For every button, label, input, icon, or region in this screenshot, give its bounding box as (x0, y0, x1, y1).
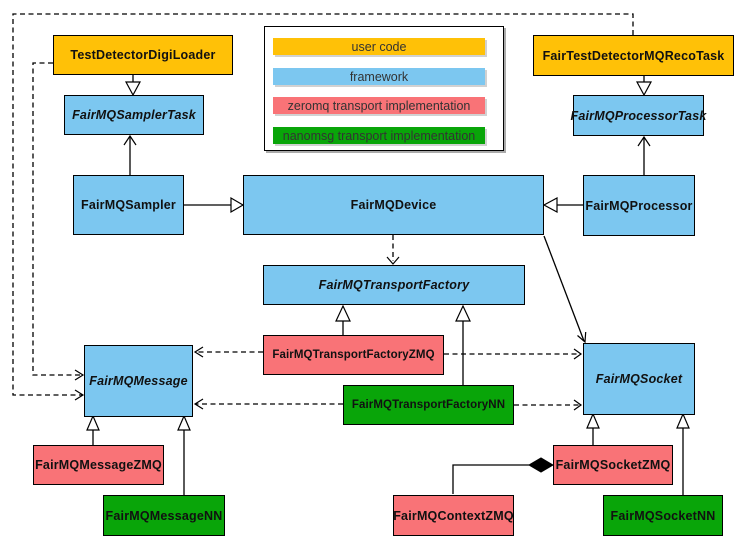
node-fairmqtransportfactorynn: FairMQTransportFactoryNN (343, 385, 514, 425)
composition-socketzmq-contextzmq (452, 457, 554, 494)
node-testdetectordigiloader: TestDetectorDigiLoader (53, 35, 233, 75)
inheritance-recotask-to-processortask (635, 76, 653, 97)
node-fairmqsampler: FairMQSampler (73, 175, 184, 235)
node-fairmqcontextzmq: FairMQContextZMQ (393, 495, 514, 536)
dependency-factoryzmq-to-socket (444, 348, 583, 360)
inheritance-messagezmq-to-message (86, 414, 100, 445)
inheritance-processor-to-device (542, 196, 583, 214)
dependency-digiloader-to-message (32, 62, 85, 381)
node-fairmqprocessortask: FairMQProcessorTask (570, 95, 706, 136)
dependency-recotask-to-message (12, 13, 634, 401)
node-fairmqmessage: FairMQMessage (84, 345, 193, 417)
dependency-factorynn-to-message (193, 398, 343, 410)
inheritance-digiloader-to-samplertask (124, 75, 142, 97)
node-fairmqtransportfactoryzmq: FairMQTransportFactoryZMQ (263, 335, 444, 375)
arrow-processor-to-processortask (637, 135, 651, 175)
inheritance-sampler-to-device (184, 196, 245, 214)
node-fairmqsocketnn: FairMQSocketNN (603, 495, 723, 536)
legend-item-user-code: user code (273, 38, 485, 55)
node-fairmqprocessor: FairMQProcessor (583, 175, 695, 236)
node-fairmqsocketzmq: FairMQSocketZMQ (553, 445, 673, 485)
node-fairmqmessagezmq: FairMQMessageZMQ (33, 445, 164, 485)
node-fairmqtransportfactory: FairMQTransportFactory (263, 265, 525, 305)
node-fairmqsamplertask: FairMQSamplerTask (64, 95, 204, 135)
legend-item-zeromq: zeromq transport implementation (273, 97, 485, 114)
node-fairmqmessagenn: FairMQMessageNN (103, 495, 225, 536)
dependency-factoryzmq-to-message (193, 346, 263, 358)
node-fairtestdetectormqrecotask: FairTestDetectorMQRecoTask (533, 35, 734, 76)
inheritance-socketnn-to-socket (676, 412, 690, 495)
arrow-sampler-to-samplertask (123, 134, 137, 175)
node-fairmqsocket: FairMQSocket (583, 343, 695, 415)
legend-item-framework: framework (273, 68, 485, 85)
arrow-device-to-socket (543, 235, 587, 344)
dependency-factorynn-to-socket (514, 399, 583, 411)
legend-item-nanomsg: nanomsg transport implementation (273, 127, 485, 144)
inheritance-socketzmq-to-socket (586, 412, 600, 445)
legend: user code framework zeromq transport imp… (264, 26, 504, 151)
node-fairmqdevice: FairMQDevice (243, 175, 544, 235)
dependency-device-to-transportfactory (386, 235, 400, 265)
inheritance-factorynn-to-factory (455, 304, 471, 385)
inheritance-messagenn-to-message (177, 414, 191, 495)
inheritance-factoryzmq-to-factory (335, 304, 351, 335)
